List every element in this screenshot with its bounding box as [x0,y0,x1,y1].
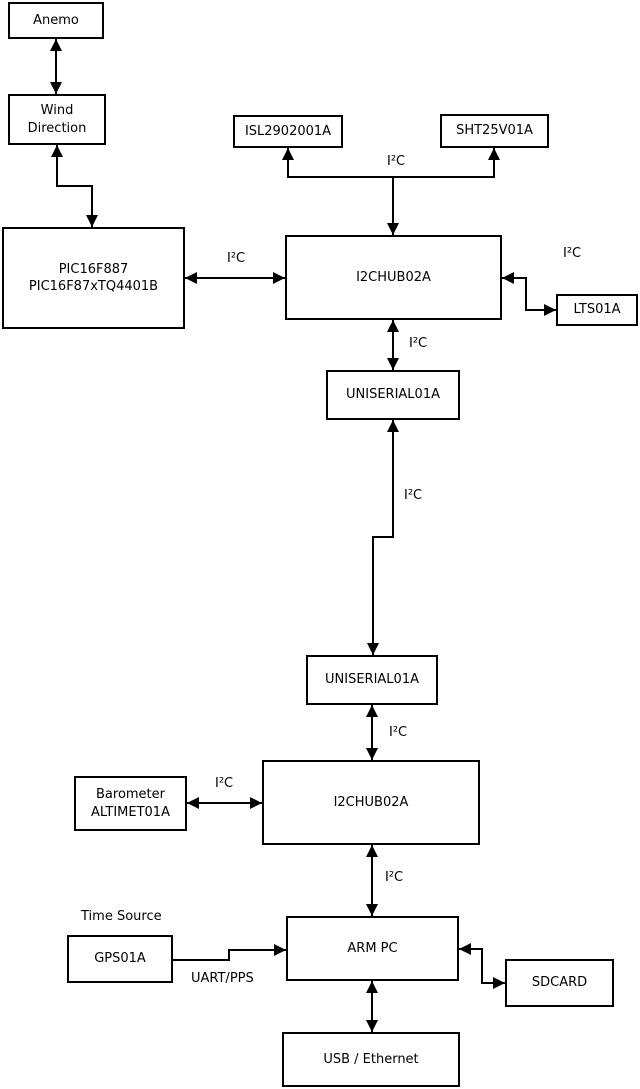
connector-sensor-bus [282,148,500,178]
node-i2chub-top-label: I2CHUB02A [356,269,431,285]
node-i2chub-bottom-label: I2CHUB02A [333,794,409,810]
label-time-source: Time Source [81,909,162,924]
node-usb-ethernet: USB / Ethernet [282,1032,460,1087]
node-gps01a: GPS01A [67,935,173,983]
node-lts01a-label: LTS01A [573,302,621,318]
label-i2c-uniserial-hub: I²C [389,725,408,740]
node-arm-pc-label: ARM PC [347,940,398,956]
label-i2c-hub-arm: I²C [385,870,404,885]
connector-gps-armpc [173,944,286,961]
label-i2c-lts: I²C [563,246,582,261]
node-uniserial-bottom: UNISERIAL01A [306,655,438,705]
label-uart-pps: UART/PPS [191,971,254,986]
label-i2c-pic-hub: I²C [227,251,246,266]
node-uniserial-bottom-label: UNISERIAL01A [325,672,419,688]
node-sht25v01a: SHT25V01A [440,114,549,148]
node-pic: PIC16F887 PIC16F87xTQ4401B [2,227,185,329]
node-barometer: Barometer ALTIMET01A [74,776,187,831]
node-isl2902001a-label: ISL2902001A [244,123,332,139]
node-barometer-label: Barometer ALTIMET01A [91,787,170,820]
label-i2c-long-link: I²C [404,488,423,503]
node-uniserial-top-label: UNISERIAL01A [346,387,440,403]
connector-wind-pic [51,145,98,227]
label-i2c-sensor-bus: I²C [387,154,406,169]
node-lts01a: LTS01A [556,294,638,326]
node-sdcard-label: SDCARD [531,975,588,991]
connector-i2chub-lts [502,272,556,316]
label-i2c-barometer: I²C [215,776,234,791]
node-sdcard: SDCARD [505,959,614,1007]
node-wind-direction: Wind Direction [8,94,106,145]
label-i2c-hub-uniserial: I²C [409,336,428,351]
node-uniserial-top: UNISERIAL01A [326,370,460,420]
node-i2chub-top: I2CHUB02A [285,235,502,320]
node-usb-ethernet-label: USB / Ethernet [323,1051,419,1067]
node-wind-direction-label: Wind Direction [27,103,87,136]
node-anemo-label: Anemo [33,12,79,28]
node-i2chub-bottom: I2CHUB02A [262,760,480,845]
node-gps01a-label: GPS01A [94,951,146,967]
node-anemo: Anemo [8,2,104,39]
node-arm-pc: ARM PC [286,916,459,981]
connector-armpc-sdcard [459,943,505,989]
node-pic-label: PIC16F887 PIC16F87xTQ4401B [28,261,159,294]
connector-uniserial-long-link [367,420,399,655]
node-sht25v01a-label: SHT25V01A [456,123,533,139]
node-isl2902001a: ISL2902001A [233,115,343,148]
